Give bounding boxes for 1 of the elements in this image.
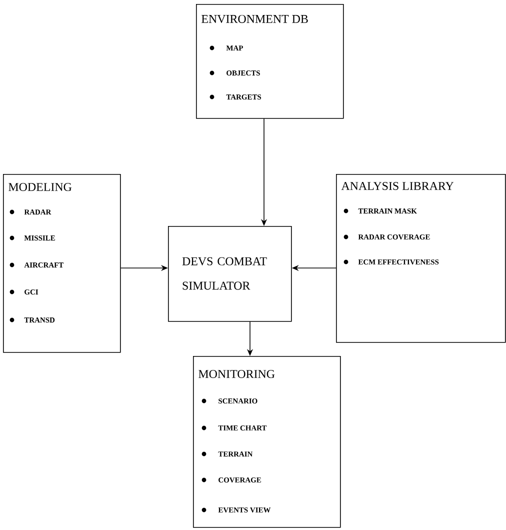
simulator-box: DEVS COMBAT SIMULATOR [168, 226, 292, 322]
